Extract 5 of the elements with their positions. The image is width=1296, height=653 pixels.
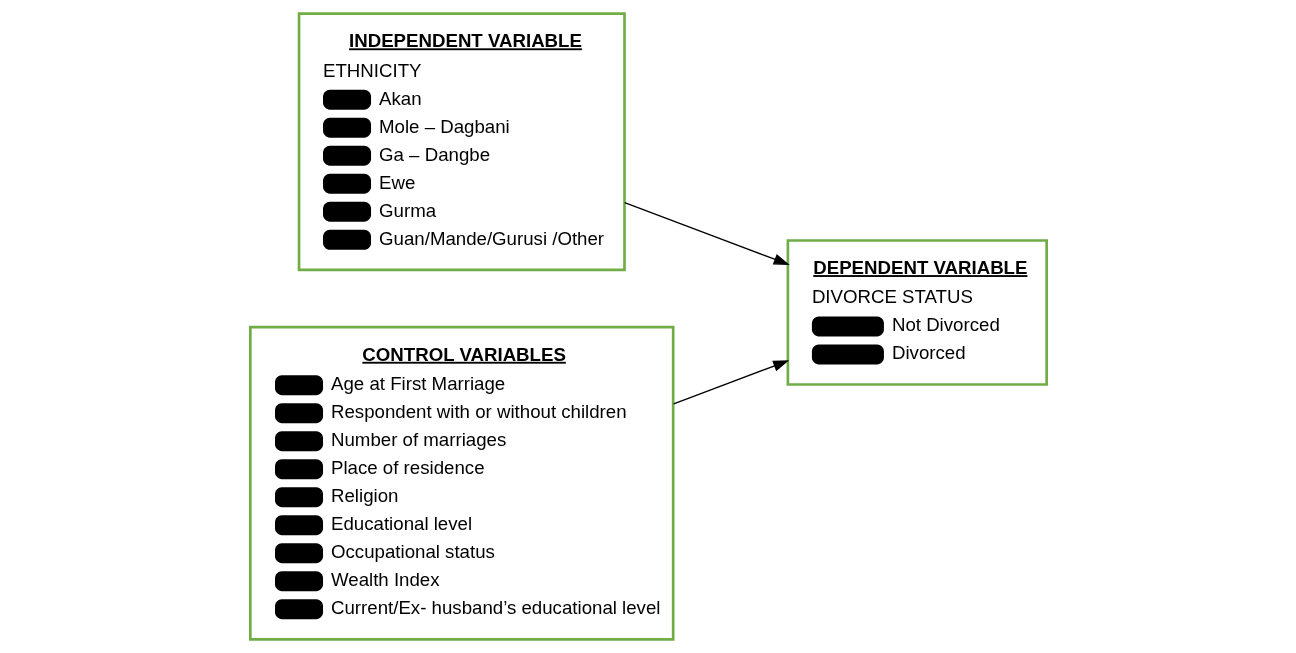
- arrow: [623, 202, 790, 265]
- arrow: [672, 360, 789, 405]
- node-box: CONTROL VARIABLES Age at First Marriage Respondent with or without children Number of marriages Place of residence Religion Educational level Occupational status Wealth Index Current/Ex- husband’s educational level: [248, 325, 674, 641]
- node-box: INDEPENDENT VARIABLE ETHNICITY Akan Mole – Dagbani Ga – Dangbe Ewe Gurma Guan/Mande/Gurusi /Other: [297, 12, 626, 272]
- node-box: DEPENDENT VARIABLE DIVORCE STATUS Not Divorced Divorced: [786, 239, 1048, 386]
